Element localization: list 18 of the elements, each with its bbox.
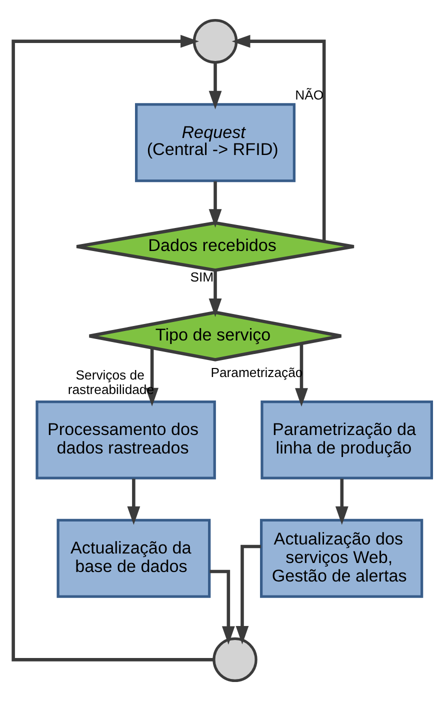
arrow bbox=[232, 34, 326, 242]
node-diamond: Dados recebidos bbox=[75, 221, 356, 272]
node-circle bbox=[192, 18, 238, 64]
arrow bbox=[127, 478, 140, 525]
arrow bbox=[295, 344, 308, 407]
edge-label: SIM bbox=[190, 269, 214, 284]
node-diamond: Tipo de serviço bbox=[88, 310, 343, 362]
node-box: Actualização da base de dados bbox=[56, 518, 211, 598]
node-box: Parametrização da linha de produção bbox=[260, 400, 433, 480]
arrow bbox=[335, 478, 348, 525]
arrow bbox=[208, 270, 222, 317]
arrow bbox=[208, 181, 222, 228]
node-box: Processamento dos dados rastreados bbox=[36, 400, 216, 480]
arrow bbox=[12, 34, 214, 662]
node-box: Request (Central -> RFID) bbox=[135, 103, 296, 182]
node-circle bbox=[212, 637, 258, 682]
node-box: Actualização dos serviços Web, Gestão de alertas bbox=[260, 518, 424, 598]
arrow bbox=[208, 62, 222, 110]
